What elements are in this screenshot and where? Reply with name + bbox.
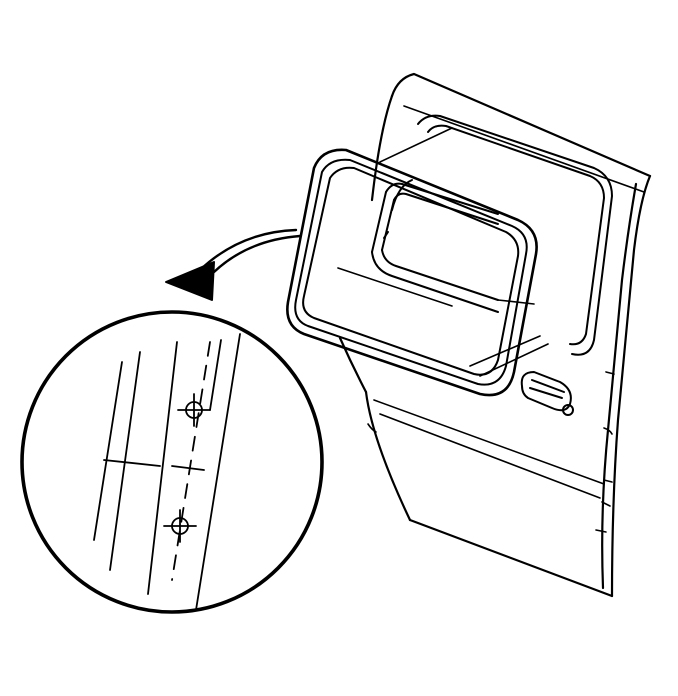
seal-guide-lines bbox=[379, 127, 549, 377]
window-opening bbox=[371, 114, 613, 356]
crosshair-target-icon bbox=[177, 393, 211, 427]
detail-lines bbox=[93, 333, 241, 611]
callout-arrow bbox=[165, 228, 302, 301]
weatherstrip-seal bbox=[286, 148, 538, 397]
door-handle bbox=[520, 371, 574, 416]
weatherstrip-seal-inner bbox=[294, 158, 528, 386]
detail-view bbox=[20, 310, 324, 614]
door-body-lines bbox=[337, 105, 645, 533]
door-outline bbox=[338, 72, 652, 598]
curved-arrow-icon bbox=[165, 261, 215, 301]
crosshair-target-icon-lower bbox=[163, 509, 197, 543]
detail-horizontal-marks bbox=[103, 459, 205, 471]
